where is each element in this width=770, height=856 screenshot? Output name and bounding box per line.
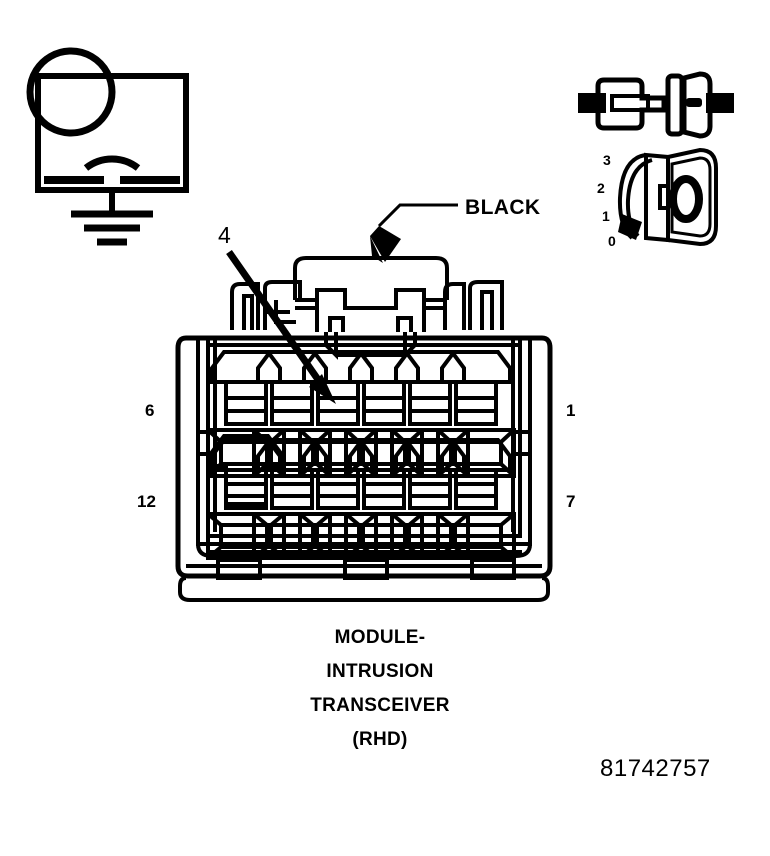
inline-connector-icon (578, 71, 734, 139)
black-label-leader (370, 203, 458, 263)
pin-label-bottom-left: 12 (137, 492, 156, 511)
cavity-row-bottom (206, 434, 516, 560)
cavity-row-top (206, 350, 516, 478)
connector-bottom-flange (178, 558, 550, 602)
caption-line-3: TRANSCEIVER (310, 695, 450, 716)
ohm-ground-icon (26, 47, 189, 246)
key-position-0: 0 (608, 233, 616, 249)
pin-label-bottom-right: 7 (566, 492, 576, 511)
caption-line-2: INTRUSION (326, 661, 434, 682)
connector-outer-shell (175, 335, 553, 579)
key-position-2: 2 (597, 180, 605, 196)
caption-line-4: (RHD) (352, 729, 408, 750)
cavity-callout-number: 4 (218, 222, 231, 248)
connector-ear-left (230, 280, 302, 330)
cavity (436, 438, 516, 560)
key-position-1: 1 (602, 208, 610, 224)
connector-latch (293, 256, 449, 360)
key-switch-icon (617, 147, 718, 247)
part-number: 81742757 (600, 755, 711, 782)
pin-label-top-left: 6 (145, 401, 155, 420)
pin-label-top-right: 1 (566, 401, 576, 420)
key-position-3: 3 (603, 152, 611, 168)
connector-body (175, 256, 553, 602)
wire-color-label: BLACK (465, 196, 541, 219)
cavity (436, 350, 516, 478)
caption-line-1: MODULE- (334, 627, 426, 648)
connector-ear-right (443, 280, 504, 330)
